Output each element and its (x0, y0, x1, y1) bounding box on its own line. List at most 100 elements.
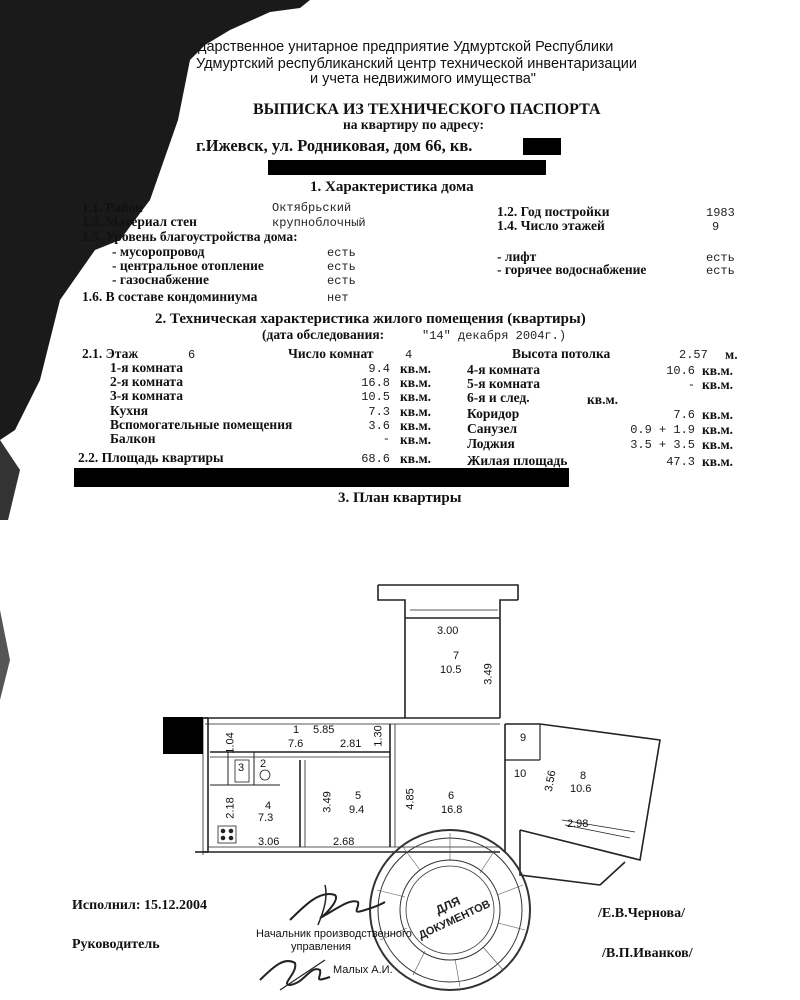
heating-value: есть (327, 260, 356, 274)
floor-value: 6 (188, 348, 196, 362)
balcony-value: - (382, 432, 390, 446)
redaction-apartment (523, 138, 561, 155)
plan-dim-585: 5.85 (313, 724, 335, 736)
lift-value: есть (706, 251, 735, 265)
district-label: 1.1. Район (82, 200, 143, 215)
gas-label: - газоснабжение (112, 272, 209, 287)
rooms-value: 4 (405, 348, 413, 362)
plan-area-106: 10.6 (570, 783, 592, 795)
aux-label: Вспомогательные помещения (110, 417, 293, 432)
plan-dim-218: 2.18 (224, 797, 237, 819)
year-label: 1.2. Год постройки (497, 204, 610, 219)
plan-room-9: 9 (520, 732, 527, 744)
room2-label: 2-я комната (110, 374, 183, 389)
plan-dim-306: 3.06 (258, 836, 280, 848)
living-unit: кв.м. (702, 454, 734, 469)
org-name-line1: дарственное унитарное предприятие Удмурт… (198, 39, 614, 55)
room4-value: 10.6 (666, 364, 695, 378)
gas-value: есть (327, 274, 356, 288)
kitchen-unit: кв.м. (400, 404, 432, 419)
plan-area-105: 10.5 (440, 664, 462, 676)
plan-room-7: 7 (453, 650, 460, 662)
garbage-value: есть (327, 246, 356, 260)
room1-label: 1-я комната (110, 360, 183, 375)
plan-dim-130: 1.30 (372, 725, 385, 747)
plan-dim-104: 1.04 (224, 732, 237, 754)
room5-value: - (687, 378, 695, 392)
redaction-plan (163, 717, 203, 754)
plan-room-5: 5 (355, 790, 362, 802)
hotwater-label: - горячее водоснабжение (497, 262, 647, 277)
room3-value: 10.5 (361, 390, 390, 404)
head-name: /В.П.Иванков/ (602, 946, 693, 961)
room3-unit: кв.м. (400, 389, 432, 404)
wall-label: 1.3. Материал стен (82, 214, 197, 229)
balcony-unit: кв.м. (400, 432, 432, 447)
plan-room-3: 3 (238, 762, 245, 774)
plan-dim-485: 4.85 (404, 788, 417, 810)
executed-name: /Е.В.Чернова/ (598, 906, 686, 921)
plan-room-4: 4 (265, 800, 272, 812)
room2-unit: кв.м. (400, 375, 432, 390)
lift-label: - лифт (497, 249, 537, 264)
survey-value: "14" декабря 2004г.) (422, 329, 567, 343)
condo-value: нет (327, 291, 349, 305)
room3-label: 3-я комната (110, 388, 183, 403)
heating-label: - центральное отопление (112, 258, 264, 273)
floors-value: 9 (712, 220, 720, 234)
comfort-label: 1.5. Уровень благоустройства дома: (82, 229, 298, 244)
room5-unit: кв.м. (702, 377, 734, 392)
room2-value: 16.8 (361, 376, 390, 390)
plan-dim-268: 2.68 (333, 836, 355, 848)
document-title: ВЫПИСКА ИЗ ТЕХНИЧЕСКОГО ПАСПОРТА (253, 101, 601, 118)
chief-title-line2: управления (291, 941, 351, 953)
bath-label: Санузел (467, 421, 518, 436)
loggia-value: 3.5 + 3.5 (630, 438, 695, 452)
plan-area-76: 7.6 (288, 738, 304, 750)
room6-unit: кв.м. (587, 392, 619, 407)
org-name-line2: Удмуртский республиканский центр техниче… (196, 56, 637, 72)
signature-chernova (289, 884, 386, 926)
district-value: Октябрьский (272, 201, 352, 215)
aux-unit: кв.м. (400, 418, 432, 433)
area-unit: кв.м. (400, 451, 432, 466)
plan-room-2: 2 (260, 758, 267, 770)
balcony-label: Балкон (110, 431, 156, 446)
signature-malykh (259, 959, 331, 991)
floor-label: 2.1. Этаж (82, 346, 139, 361)
plan-dim-281: 2.81 (340, 738, 362, 750)
loggia-unit: кв.м. (702, 437, 734, 452)
official-stamp: ДЛЯ ДОКУМЕНТОВ (369, 829, 531, 991)
plan-room-8: 8 (580, 770, 587, 782)
plan-room-6: 6 (448, 790, 455, 802)
plan-dim-300: 3.00 (437, 625, 459, 637)
area-label: 2.2. Площадь квартиры (78, 450, 224, 465)
plan-room-10: 10 (514, 768, 527, 780)
bath-value: 0.9 + 1.9 (630, 423, 695, 437)
corridor-unit: кв.м. (702, 407, 734, 422)
room4-unit: кв.м. (702, 363, 734, 378)
plan-dim-349a: 3.49 (482, 663, 495, 685)
ceiling-label: Высота потолка (512, 346, 611, 361)
section3-title: 3. План квартиры (338, 490, 462, 506)
plan-area-73: 7.3 (258, 812, 274, 824)
room6-label: 6-я и след. (467, 390, 530, 405)
corridor-label: Коридор (467, 406, 520, 421)
loggia-label: Лоджия (467, 436, 515, 451)
section1-title: 1. Характеристика дома (310, 179, 474, 195)
hotwater-value: есть (706, 264, 735, 278)
chief-name: Малых А.И. (333, 964, 393, 976)
area-value: 68.6 (361, 452, 390, 466)
plan-area-94: 9.4 (349, 804, 365, 816)
garbage-label: - мусоропровод (112, 244, 205, 259)
section2-title: 2. Техническая характеристика жилого пом… (155, 311, 586, 327)
org-name-line3: и учета недвижимого имущества" (310, 71, 536, 87)
ceiling-unit: м. (725, 347, 738, 362)
ceiling-value: 2.57 (679, 348, 708, 362)
room5-label: 5-я комната (467, 376, 540, 391)
kitchen-label: Кухня (110, 403, 149, 418)
room1-value: 9.4 (368, 362, 390, 376)
plan-area-168: 16.8 (441, 804, 463, 816)
